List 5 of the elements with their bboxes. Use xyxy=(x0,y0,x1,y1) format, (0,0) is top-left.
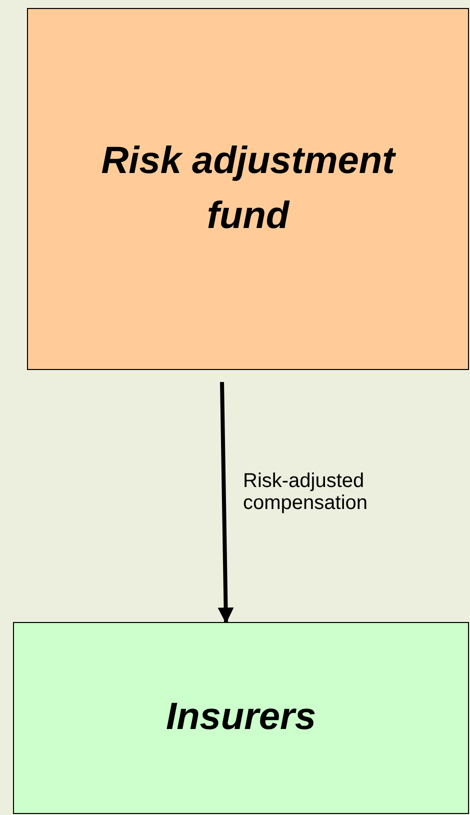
box-label: Insurers xyxy=(166,695,316,740)
process-box xyxy=(27,8,469,370)
box-label: Risk adjustment fund xyxy=(100,138,397,239)
arrow xyxy=(218,382,234,624)
process-box xyxy=(13,622,469,814)
